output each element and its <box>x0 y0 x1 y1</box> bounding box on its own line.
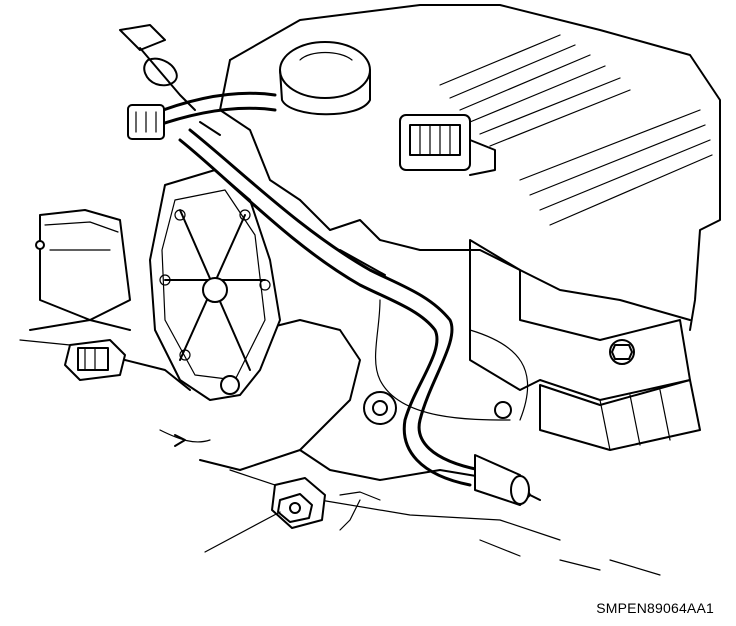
engine-lower-detail <box>159 429 661 576</box>
dipstick-icon <box>119 24 196 111</box>
electrical-connector-icon <box>399 114 496 176</box>
wiring-harness-icon <box>127 91 531 506</box>
mounting-bracket <box>19 209 131 351</box>
hex-nut-icon <box>204 477 326 553</box>
mounting-bolt-icon <box>363 391 397 425</box>
mounting-bolt-icon <box>494 401 512 419</box>
timing-cover-plate <box>149 169 281 401</box>
electrical-connector-icon <box>64 339 191 391</box>
engine-block <box>199 4 721 541</box>
oil-fill-cap-icon <box>279 41 371 116</box>
mounting-bolt-icon <box>609 339 635 365</box>
figure-caption: SMPEN89064AA1 <box>596 600 714 616</box>
